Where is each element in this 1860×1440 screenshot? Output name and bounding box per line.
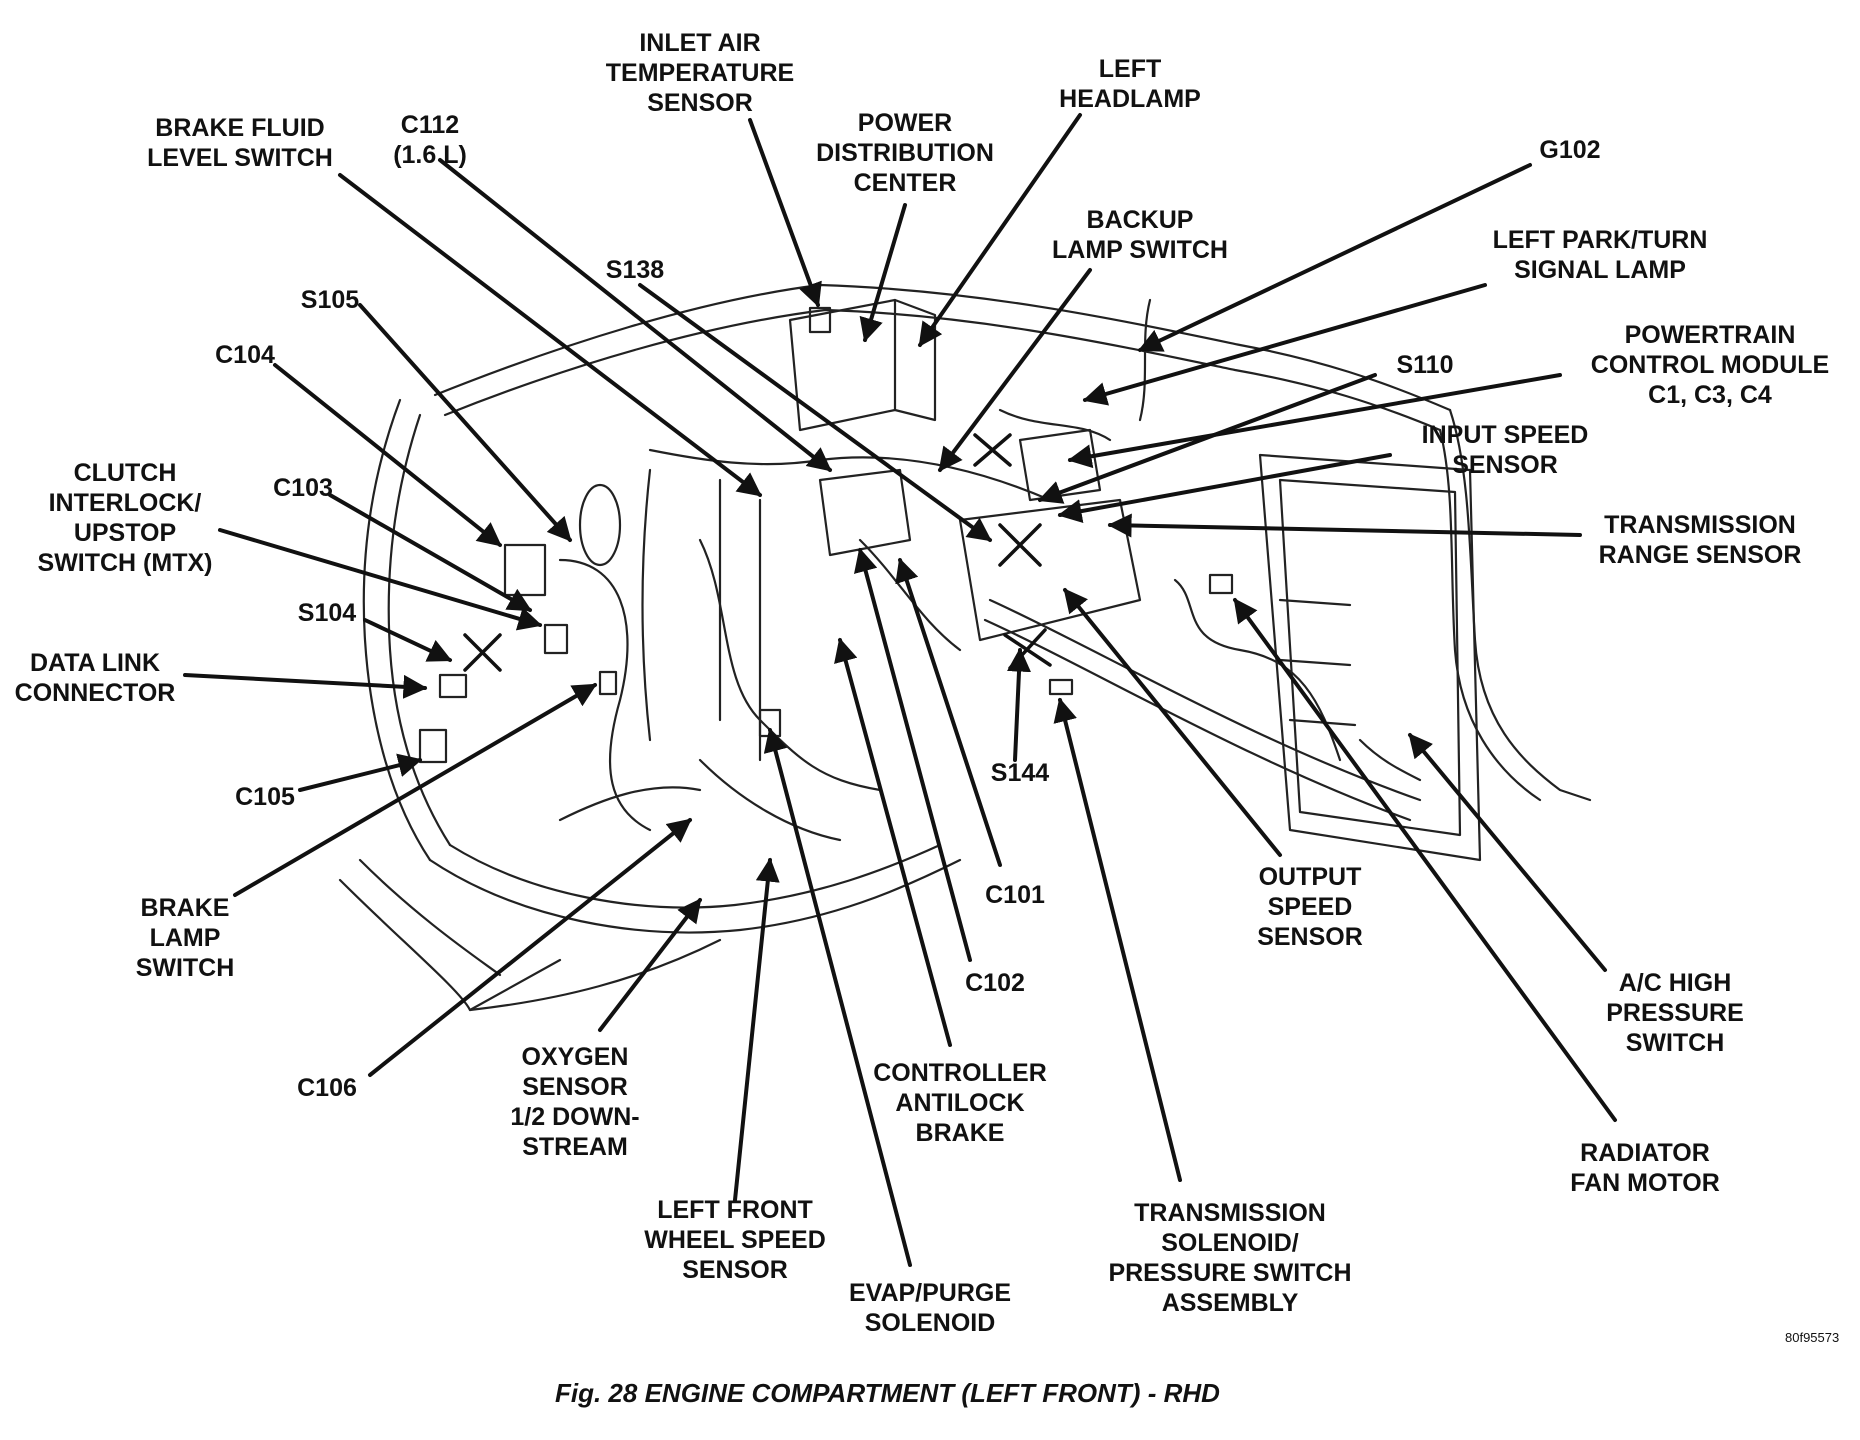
- label-controller-antilock-brake: CONTROLLER ANTILOCK BRAKE: [873, 1059, 1047, 1147]
- label-c106: C106: [297, 1074, 357, 1102]
- label-c105: C105: [235, 783, 295, 811]
- label-left-headlamp: LEFT HEADLAMP: [1059, 55, 1201, 113]
- label-s138: S138: [605, 256, 665, 284]
- vehicle-body-outline: [338, 283, 1592, 1012]
- label-c104: C104: [215, 341, 275, 369]
- label-left-front-wheel-speed-sensor: LEFT FRONT WHEEL SPEED SENSOR: [644, 1196, 826, 1284]
- label-inlet-air-temperature-sensor: INLET AIR TEMPERATURE SENSOR: [605, 29, 795, 117]
- label-c102: C102: [965, 969, 1025, 997]
- label-g102: G102: [1539, 136, 1601, 164]
- label-s105: S105: [300, 286, 360, 314]
- label-backup-lamp-switch: BACKUP LAMP SWITCH: [1052, 206, 1228, 264]
- leader-lines: [183, 113, 1617, 1267]
- label-clutch-interlock-upstop-switch: CLUTCH INTERLOCK/ UPSTOP SWITCH (MTX): [37, 459, 213, 577]
- label-a-c-high-pressure-switch: A/C HIGH PRESSURE SWITCH: [1606, 969, 1744, 1057]
- splice-markers: [463, 433, 1052, 672]
- label-c103: C103: [273, 474, 333, 502]
- label-data-link-connector: DATA LINK CONNECTOR: [14, 649, 176, 707]
- label-transmission-solenoid-pressure-switch-assembly: TRANSMISSION SOLENOID/ PRESSURE SWITCH A…: [1108, 1199, 1352, 1317]
- label-c112: C112 (1.6 L): [393, 111, 467, 169]
- label-oxygen-sensor: OXYGEN SENSOR 1/2 DOWN- STREAM: [510, 1043, 640, 1161]
- label-left-park-turn-signal-lamp: LEFT PARK/TURN SIGNAL LAMP: [1492, 226, 1708, 284]
- label-evap-purge-solenoid: EVAP/PURGE SOLENOID: [848, 1279, 1012, 1337]
- label-output-speed-sensor: OUTPUT SPEED SENSOR: [1257, 863, 1363, 951]
- label-power-distribution-center: POWER DISTRIBUTION CENTER: [816, 109, 994, 197]
- label-transmission-range-sensor: TRANSMISSION RANGE SENSOR: [1598, 511, 1802, 569]
- label-radiator-fan-motor: RADIATOR FAN MOTOR: [1570, 1139, 1720, 1197]
- label-powertrain-control-module: POWERTRAIN CONTROL MODULE C1, C3, C4: [1590, 321, 1830, 409]
- label-c101: C101: [985, 881, 1045, 909]
- figure-code: 80f95573: [1785, 1330, 1840, 1345]
- figure-caption: Fig. 28 ENGINE COMPARTMENT (LEFT FRONT) …: [555, 1378, 1220, 1408]
- label-s110: S110: [1396, 351, 1454, 379]
- label-s104: S104: [297, 599, 357, 627]
- label-s144: S144: [990, 759, 1050, 787]
- label-input-speed-sensor: INPUT SPEED SENSOR: [1421, 421, 1589, 479]
- label-brake-fluid-level-switch: BRAKE FLUID LEVEL SWITCH: [147, 114, 333, 172]
- label-brake-lamp-switch: BRAKE LAMP SWITCH: [135, 894, 235, 982]
